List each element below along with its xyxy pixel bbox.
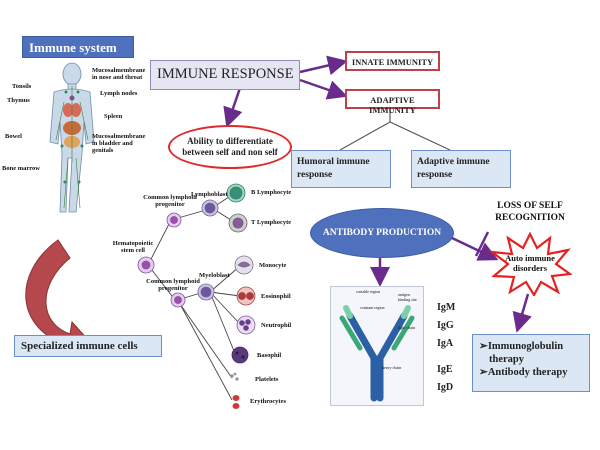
label-lymphoblast: Lymphoblast xyxy=(191,191,228,198)
t-lymphocyte-cell xyxy=(228,213,248,233)
therapy-item: ➢Antibody therapy xyxy=(479,367,568,378)
variable-region-label: variable region xyxy=(356,289,381,294)
platelets xyxy=(230,372,239,381)
label-neutrophil: Neutrophil xyxy=(261,322,292,329)
light-chain-label: light chain xyxy=(398,325,415,330)
lymphoblast-cell xyxy=(201,199,219,217)
label-t-lymphocyte: T Lymphocyte xyxy=(251,219,292,226)
arrow-to-therapy xyxy=(512,293,532,333)
arrow-to-differentiate xyxy=(223,87,243,128)
antibody-production-ellipse: ANTIBODY PRODUCTION xyxy=(310,208,454,258)
ig-item: IgD xyxy=(437,382,454,393)
label-spleen: Spleen xyxy=(104,113,123,120)
label-monocyte: Monocyte xyxy=(259,262,287,269)
label-erythrocytes: Erythrocytes xyxy=(250,398,286,405)
heavy-chain-label: heavy chain xyxy=(382,365,402,370)
innate-immunity-box: INNATE IMMUNITY xyxy=(345,51,440,71)
human-body-illustration xyxy=(49,62,95,213)
antibody-y-shape xyxy=(339,305,415,402)
arrow-to-autoimmune xyxy=(451,236,499,261)
eosinophil-cell xyxy=(236,286,256,306)
antigen-binding-label: antigen binding site xyxy=(398,292,417,302)
monocyte-cell xyxy=(234,255,254,275)
autoimmune-starburst xyxy=(488,232,572,296)
basophil-cell xyxy=(231,346,249,364)
neutrophil-cell xyxy=(236,315,256,335)
ig-item: IgM xyxy=(437,302,456,313)
label-myeloblast: Myeloblast xyxy=(199,272,230,279)
label-tonsils: Tonsils xyxy=(12,83,32,90)
label-lymph-nodes: Lymph nodes xyxy=(100,90,138,97)
label-eosinophil: Eosinophil xyxy=(261,293,291,300)
label-bone-marrow: Bone marrow xyxy=(2,165,40,172)
b-lymphocyte-cell xyxy=(226,183,246,203)
ig-item: IgG xyxy=(437,320,454,331)
erythrocytes xyxy=(232,395,240,409)
label-thymus: Thymus xyxy=(7,97,30,104)
immune-system-title: Immune system xyxy=(22,36,134,58)
block-mark xyxy=(474,231,490,257)
stem-cell xyxy=(137,256,155,274)
branch-line xyxy=(339,121,391,151)
myeloid-progenitor-cell xyxy=(170,292,186,308)
label-bowel: Bowel xyxy=(5,133,22,140)
specialized-cells-box: Specialized immune cells xyxy=(14,335,162,357)
therapy-item: ➢Immunoglobulin xyxy=(479,341,564,352)
therapy-box: ➢Immunoglobulin therapy ➢Antibody therap… xyxy=(472,334,590,392)
arrow-to-innate xyxy=(299,55,348,76)
label-b-lymphocyte: B Lymphocyte xyxy=(251,189,292,196)
immune-response-box: IMMUNE RESPONSE xyxy=(150,60,300,90)
therapy-item-cont: therapy xyxy=(489,354,524,365)
label-platelets: Platelets xyxy=(255,376,279,383)
myeloblast-cell xyxy=(197,283,215,301)
lymphoid-progenitor-cell xyxy=(166,212,182,228)
constant-region-label: constant region xyxy=(360,305,385,310)
branch-line xyxy=(389,121,451,151)
adaptive-immunity-box: ADAPTIVE IMMUNITY xyxy=(345,89,440,115)
label-basophil: Basophil xyxy=(257,352,282,359)
ig-item: IgE xyxy=(437,364,453,375)
arrow-to-adaptive xyxy=(299,78,348,100)
ig-item: IgA xyxy=(437,338,454,349)
